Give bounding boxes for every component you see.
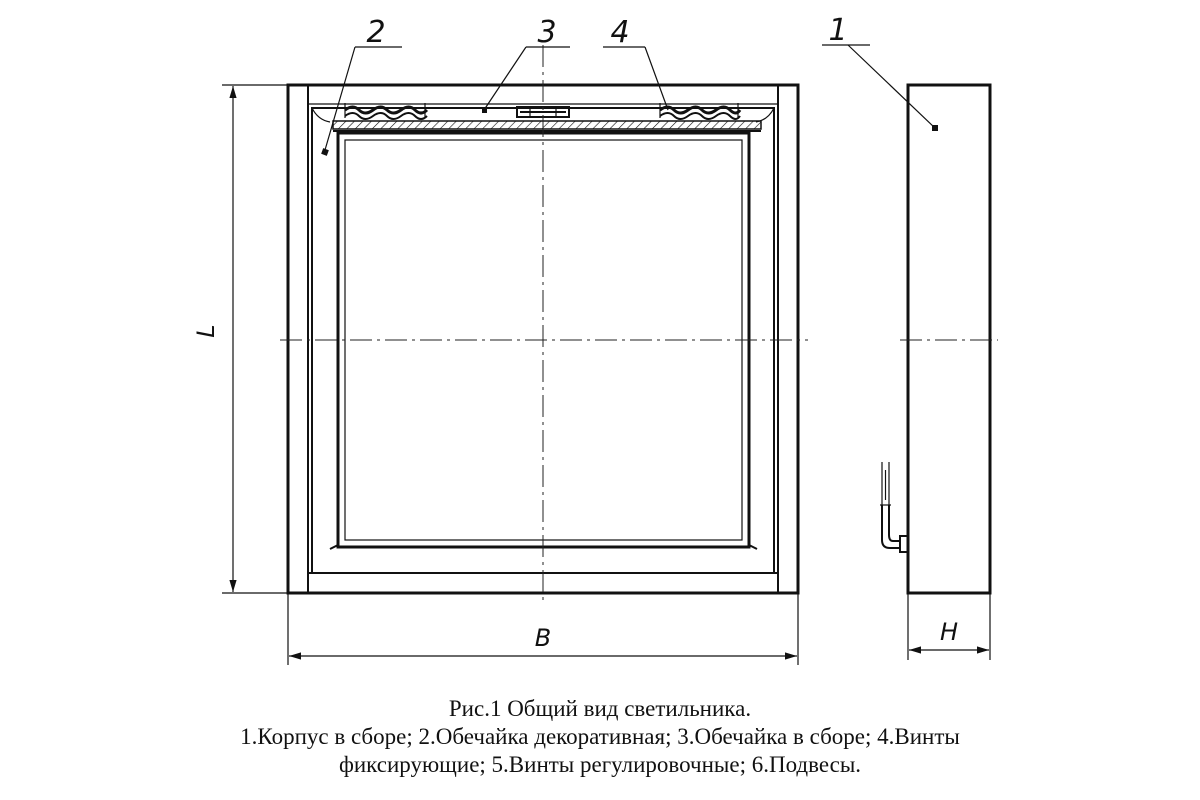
dimension-B: B <box>287 593 799 665</box>
housing-side <box>906 83 992 595</box>
callout-1-label: 1 <box>828 13 847 48</box>
decorative-marker <box>321 148 329 156</box>
callout-3: 3 <box>483 15 570 111</box>
callout-2-label: 2 <box>366 15 385 50</box>
callout-4-label: 4 <box>610 15 629 50</box>
cable-entry <box>880 462 909 553</box>
figure-caption: Рис.1 Общий вид светильника. 1.Корпус в … <box>0 695 1200 779</box>
shell-marker <box>482 108 487 113</box>
dimension-L: L <box>192 84 288 594</box>
dimension-H: H <box>907 593 991 660</box>
callout-1: 1 <box>822 13 936 129</box>
callout-4: 4 <box>603 15 669 111</box>
left-frame-post <box>287 84 309 594</box>
side-view <box>880 83 998 595</box>
callout-3-label: 3 <box>537 15 556 50</box>
fixing-screw-left <box>344 103 429 120</box>
caption-line-1: 1.Корпус в сборе; 2.Обечайка декоративна… <box>240 724 960 749</box>
right-frame-post <box>777 84 799 594</box>
dimension-H-label: H <box>940 618 958 646</box>
caption-title: Рис.1 Общий вид светильника. <box>448 696 752 721</box>
fixing-screw-right <box>659 103 742 120</box>
dimension-B-label: B <box>535 624 551 652</box>
front-view <box>280 45 808 605</box>
dimension-L-label: L <box>192 324 220 337</box>
caption-line-2: фиксирующие; 5.Винты регулировочные; 6.П… <box>338 752 862 777</box>
callout-2: 2 <box>324 15 402 151</box>
hatched-strip <box>332 120 762 130</box>
